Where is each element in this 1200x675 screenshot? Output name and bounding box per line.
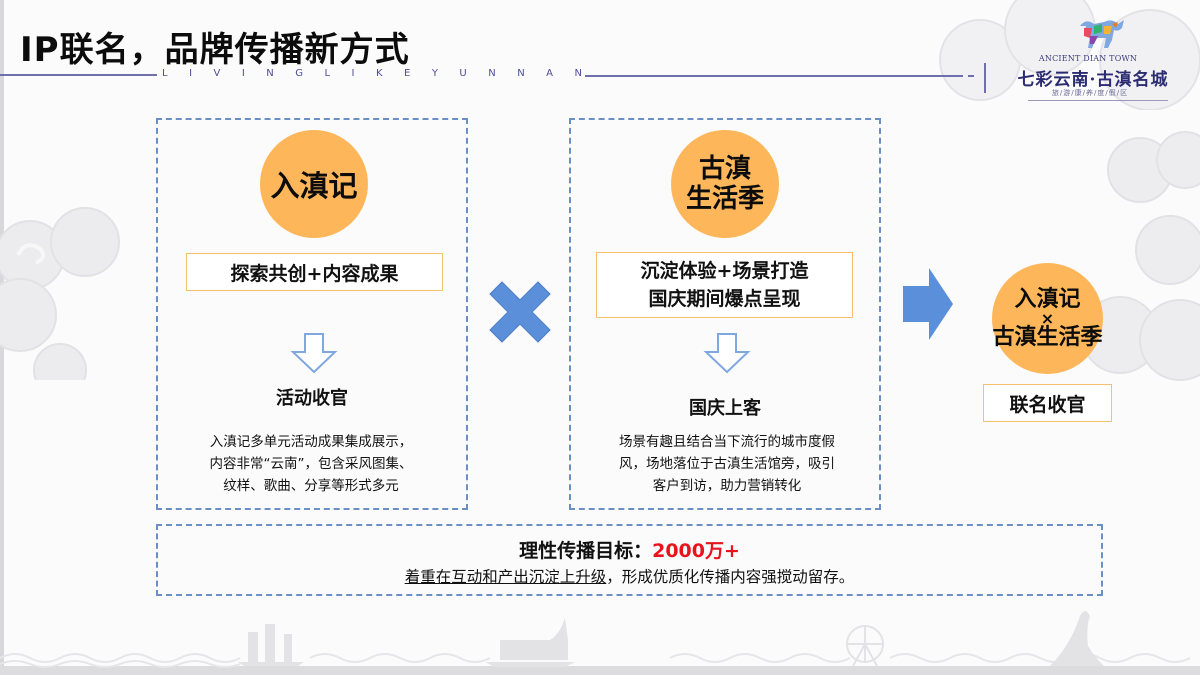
tagline-letter: I <box>241 68 245 79</box>
middle-circle-badge: 古滇 生活季 <box>671 130 779 238</box>
middle-subtitle: 国庆上客 <box>689 398 761 419</box>
goal-value: 2000万+ <box>652 540 740 562</box>
middle-tag-line1: 沉淀体验+场景打造 <box>640 260 809 282</box>
tagline-letter: Y <box>431 68 438 79</box>
cloud-decoration-left <box>0 207 120 380</box>
header-rule-right <box>585 75 963 77</box>
down-arrow-icon <box>290 333 338 374</box>
tagline-letter: N <box>266 68 274 79</box>
cloud-decoration-top-right <box>939 0 1200 110</box>
tagline-letter: I <box>351 68 355 79</box>
left-description-line: 纹样、歌曲、分享等形式多元 <box>223 478 399 494</box>
result-circle-line1: 入滇记 <box>1014 286 1081 312</box>
left-panel-frame <box>156 118 468 510</box>
header-rule-tick <box>968 75 974 77</box>
middle-description: 场景有趣且结合当下流行的城市度假 风，场地落位于古滇生活馆旁，吸引 客户到访，助… <box>582 431 872 497</box>
middle-tag-box: 沉淀体验+场景打造 国庆期间爆点呈现 <box>596 252 853 318</box>
header-rule-divider <box>984 63 986 93</box>
brand-logo: ANCIENT DIAN TOWN 七彩云南·古滇名城 旅/游/康/养/度/假/… <box>1000 12 1200 107</box>
middle-description-line: 场景有趣且结合当下流行的城市度假 <box>619 434 835 450</box>
logo-subtitle: 旅/游/康/养/度/假/区 <box>1051 89 1129 97</box>
left-circle-label: 入滇记 <box>270 169 358 203</box>
tagline-letter: V <box>213 68 221 79</box>
middle-panel-frame <box>569 118 881 510</box>
tagline-letter: N <box>574 68 582 79</box>
header-rule-left <box>0 74 157 76</box>
left-subtitle: 活动收官 <box>276 388 348 409</box>
multiply-cross-icon <box>489 281 551 343</box>
tagline-letter: A <box>546 68 554 79</box>
left-tag-box: 探索共创+内容成果 <box>186 253 443 291</box>
goal-label: 理性传播目标： <box>519 540 653 562</box>
tagline-letter: L <box>162 68 168 79</box>
page-title: IP联名，品牌传播新方式 <box>20 30 410 70</box>
left-description-line: 入滇记多单元活动成果集成展示， <box>209 434 413 450</box>
left-description: 入滇记多单元活动成果集成展示， 内容非常“云南”，包含采风图集、 纹样、歌曲、分… <box>166 431 456 497</box>
middle-description-line: 风，场地落位于古滇生活馆旁，吸引 <box>619 456 835 472</box>
tagline-letter: U <box>459 68 467 79</box>
result-circle-line2: 古滇生活季 <box>992 324 1103 350</box>
goal-description: 着重在互动和产出沉淀上升级，形成优质化传播内容强搅动留存。 <box>156 565 1103 587</box>
goal-description-underlined: 着重在互动和产出沉淀上升级 <box>404 568 607 586</box>
tagline-letter: G <box>295 68 303 79</box>
left-circle-badge: 入滇记 <box>260 130 368 238</box>
tagline-letter: I <box>189 68 193 79</box>
right-arrow-icon <box>903 268 953 340</box>
colorful-horse-icon <box>1080 20 1124 48</box>
result-tag-box: 联名收官 <box>983 384 1112 422</box>
goal-description-rest: ，形成优质化传播内容强搅动留存。 <box>606 568 855 586</box>
cloud-decoration-right <box>1081 131 1200 381</box>
skyline-decoration <box>0 611 1200 675</box>
tagline-letter: K <box>375 68 383 79</box>
result-circle-badge: 入滇记 × 古滇生活季 <box>992 263 1103 374</box>
left-description-line: 内容非常“云南”，包含采风图集、 <box>209 456 413 472</box>
tagline-letter: L <box>324 68 331 79</box>
tagline-letter: N <box>488 68 496 79</box>
down-arrow-icon <box>703 333 751 374</box>
result-circle-times: × <box>1040 308 1055 328</box>
tagline-letter: N <box>517 68 525 79</box>
tagline-letter: E <box>404 68 411 79</box>
goal-headline: 理性传播目标：2000万+ <box>156 536 1103 563</box>
middle-circle-label-line2: 生活季 <box>685 184 764 214</box>
middle-tag-line2: 国庆期间爆点呈现 <box>648 288 801 310</box>
left-tag-label: 探索共创+内容成果 <box>230 262 399 285</box>
result-tag-label: 联名收官 <box>1009 393 1086 416</box>
logo-english-name: ANCIENT DIAN TOWN <box>1038 54 1138 63</box>
logo-underline <box>1028 100 1168 101</box>
goal-panel-frame <box>156 524 1103 596</box>
middle-circle-label-line1: 古滇 <box>698 154 751 184</box>
middle-description-line: 客户到访，助力营销转化 <box>652 478 802 494</box>
logo-chinese-name: 七彩云南·古滇名城 <box>1017 70 1169 90</box>
tagline: L I V I N G L I K E Y U N N A N <box>162 68 582 79</box>
